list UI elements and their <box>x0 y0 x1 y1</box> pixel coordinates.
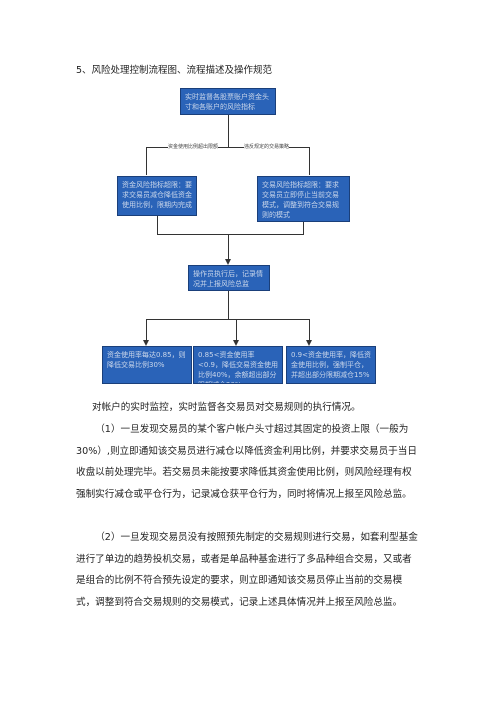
flow-box-trade-risk: 交易风险指标超限：要求交易员立即停止当前交易模式，调整到符合交易规则的模式 <box>257 176 350 222</box>
flow-box-ratio-mid: 0.85<资金使用率<0.9，降低交易资金使用比例40%，余额超出部分限期减仓2… <box>193 346 283 384</box>
flow-box-ratio-high: 0.9<资金使用率，降低资金使用比例，强制平仓，并超出部分限期减仓15% <box>286 346 376 384</box>
branch-label-funds: 资金使用比例超出限额 <box>168 143 219 150</box>
page-heading: 5、风险处理控制流程图、流程描述及操作规范 <box>76 65 273 76</box>
flow-box-report: 操作员执行后，记录情况并上报风险总监 <box>188 265 270 291</box>
body-paragraph-2: （2）一旦发现交易员没有按照预先制定的交易规则进行交易，如套利型基金进行了单边的… <box>76 532 418 608</box>
flow-box-ratio-low: 资金使用率每达0.85，则降低交易比例30% <box>102 346 192 384</box>
branch-label-strategy: 违反规定的交易策略 <box>244 143 290 150</box>
flow-box-fund-risk: 资金风险指标超限：要求交易员减仓降低资金使用比例，限期内完成 <box>117 176 197 216</box>
flow-box-monitor: 实时监督各股票账户资金头寸和各账户的风险指标 <box>180 88 276 115</box>
arrow-head <box>225 259 231 265</box>
body-paragraph-1: （1）一旦发现交易员的某个客户帐户头寸超过其固定的投资上限（一般为30%）,则立… <box>76 424 417 500</box>
body-intro: 对帐户的实时监控，实时监督各交易员对交易规则的执行情况。 <box>92 402 361 413</box>
